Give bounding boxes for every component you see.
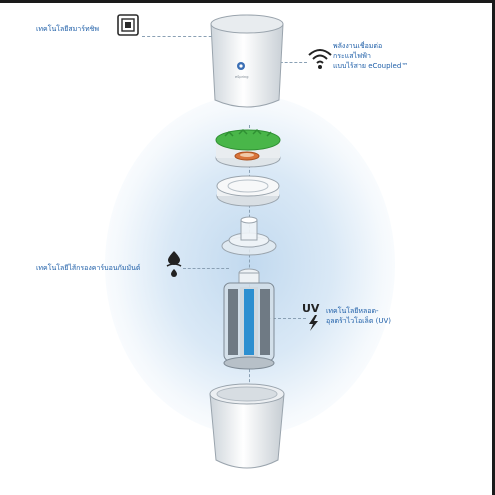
- uv-lightning-icon: UV: [302, 302, 320, 331]
- image-frame-top: [0, 0, 495, 3]
- uv-lamp: [244, 289, 254, 355]
- chip-icon: [117, 14, 139, 36]
- wifi-icon: [308, 49, 332, 69]
- smart-chip-connector: [142, 36, 222, 37]
- pressure-disc-part: [216, 175, 280, 207]
- uv-connector: [268, 318, 306, 319]
- carbon-connector: [183, 268, 229, 269]
- uv-label: เทคโนโลยีหลอด- อุลตร้าไวโอเล็ต (UV): [326, 307, 391, 325]
- wireless-label: พลังงานเชื่อมต่อ กระแสไฟฟ้า แบบไร้สาย eC…: [333, 42, 409, 70]
- filter-cartridge-part: [223, 268, 275, 370]
- svg-text:UV: UV: [302, 302, 320, 315]
- image-frame-right: [492, 0, 495, 495]
- logo-text: eSpring: [235, 75, 248, 79]
- center-guide-line: [249, 125, 250, 407]
- coil-module-part: [215, 128, 281, 168]
- smart-chip-label: เทคโนโลยีสมาร์ทชิพ: [36, 25, 99, 33]
- water-drop-icon: [166, 251, 182, 277]
- top-cover-part: eSpring: [210, 14, 284, 108]
- wireless-connector: [275, 62, 307, 63]
- valve-part: [221, 216, 277, 256]
- bottom-housing-part: [209, 383, 285, 469]
- carbon-filter-label: เทคโนโลยีไส้กรองคาร์บอนกัมมันต์: [36, 264, 141, 272]
